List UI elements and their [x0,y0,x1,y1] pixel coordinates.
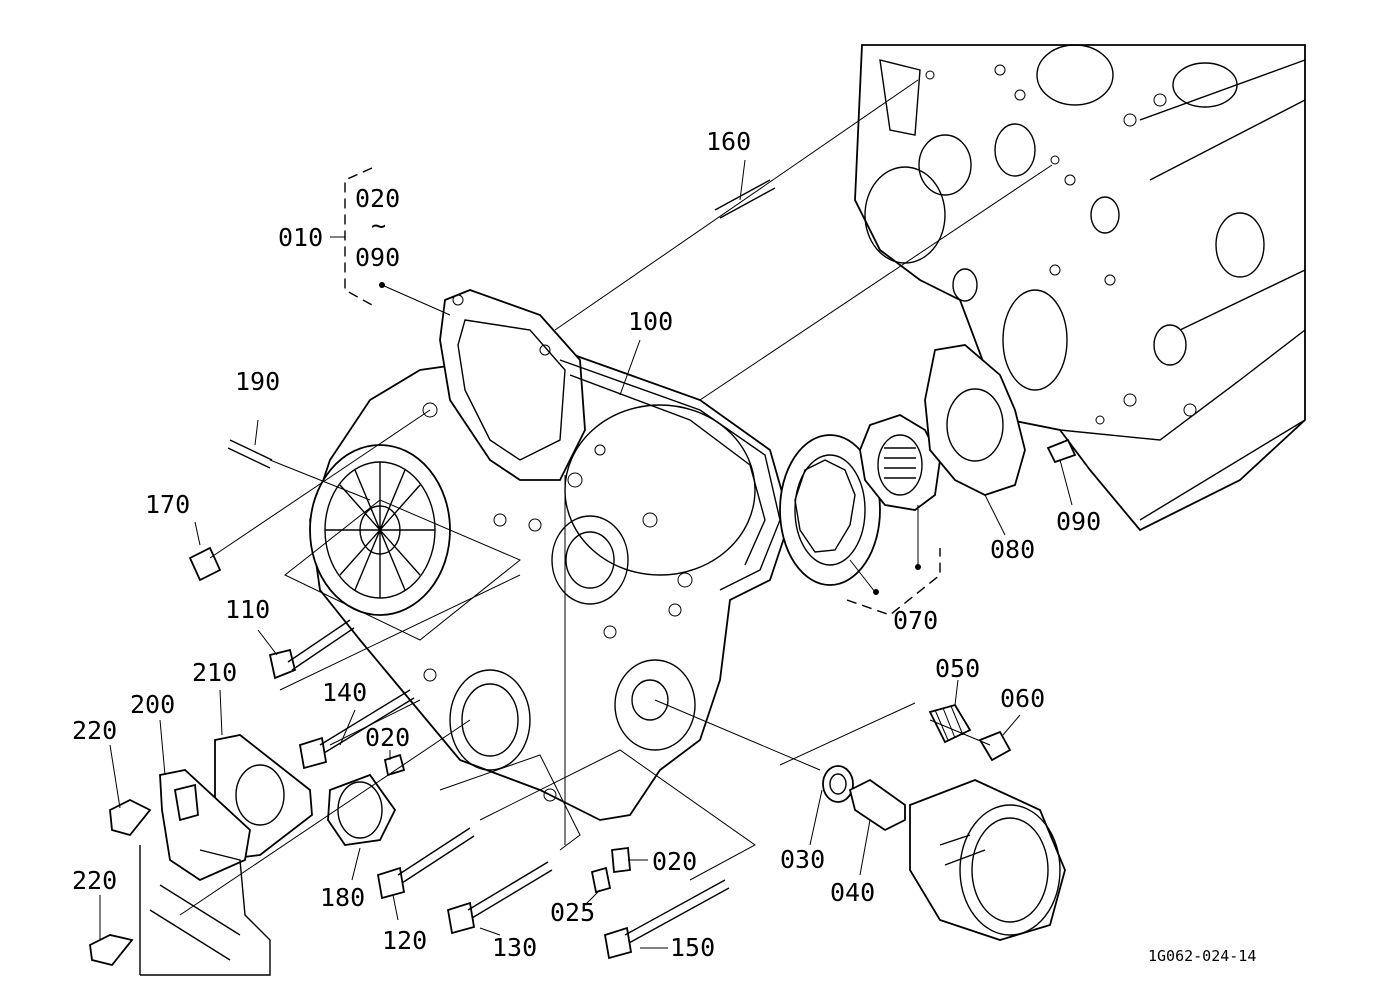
callout-170: 170 [145,490,190,519]
bolt-110 [287,619,355,671]
plug-220b [89,934,134,967]
callout-210: 210 [192,658,237,687]
callout-190: 190 [235,367,280,396]
left-small-parts [89,438,1077,976]
bracket-outline [139,845,271,976]
callout-200: 200 [130,690,175,719]
callout-160: 160 [706,127,751,156]
callout-130: 130 [492,933,537,962]
spring-050 [928,703,972,744]
callout-020-right: 020 [652,847,697,876]
pump-cover-080 [924,344,1026,496]
leader-lines [99,79,1073,949]
callout-080: 080 [990,535,1035,564]
callout-020-left: 020 [365,723,410,752]
screw-090 [1046,438,1077,464]
engine-block [854,44,1306,532]
callout-090: 090 [1056,507,1101,536]
callout-110: 110 [225,595,270,624]
callout-180: 180 [320,883,365,912]
callout-150: 150 [670,933,715,962]
bolt-130 [467,861,553,919]
plug-025 [590,866,612,894]
callout-100: 100 [628,307,673,336]
plug-020b [611,846,631,874]
gear-case-cover [309,444,451,616]
callout-140: 140 [322,678,367,707]
group-range-start: 020 [355,184,400,213]
oil-filter [909,779,1066,941]
plug-220a [109,798,152,837]
callout-220-upper: 220 [72,716,117,745]
drawing-code: 1G062-024-14 [1148,947,1256,965]
oil-seal-180 [327,773,397,846]
plug-060 [978,730,1012,762]
callout-030: 030 [780,845,825,874]
stud-160 [714,179,776,219]
callout-220-lower: 220 [72,866,117,895]
bolt-150 [624,879,730,944]
gear-case [309,289,791,821]
callout-labels: 020 ~ 090 010 160 100 190 170 110 210 20… [72,127,1256,965]
callout-120: 120 [382,926,427,955]
callout-025: 025 [550,898,595,927]
group-range-end: 090 [355,243,400,272]
inner-rotor [859,414,941,511]
callout-070: 070 [893,606,938,635]
washer-030 [822,765,854,803]
bolt-120 [397,827,475,884]
callout-050: 050 [935,654,980,683]
nut-170 [188,546,222,582]
callout-040: 040 [830,878,875,907]
bolt-head-110 [268,648,297,680]
bolt-head-120 [376,866,406,900]
bolt-head-150 [603,926,633,960]
bolt-head-140 [298,736,328,770]
group-id-label: 010 [278,223,323,252]
bolt-head-130 [446,901,476,935]
group-brackets [330,167,941,616]
callout-060: 060 [1000,684,1045,713]
oil-pump [779,344,1026,586]
union-bolt-040 [848,778,906,832]
group-range-tilde: ~ [371,211,386,240]
stud-190 [227,439,273,469]
bolts-and-studs [227,179,776,944]
plug-020a [383,753,406,777]
